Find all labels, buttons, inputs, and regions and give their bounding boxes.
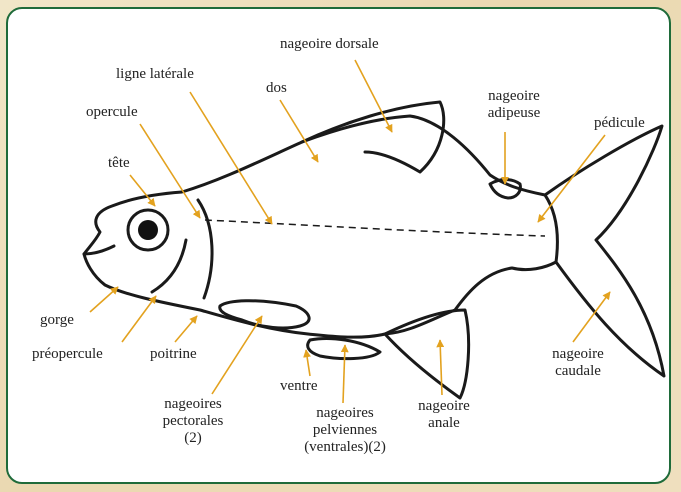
label-nageoires-pelviennes: nageoires pelviennes (ventrales)(2)	[290, 405, 400, 456]
arrow-tete	[130, 175, 155, 206]
label-nageoires-pectorales: nageoires pectorales (2)	[148, 396, 238, 447]
arrow-dos	[280, 100, 318, 162]
arrow-pedicule	[538, 135, 605, 222]
label-dos: dos	[266, 80, 287, 97]
arrow-nageoires-pectorales	[212, 316, 262, 394]
arrow-nageoire-caudale	[573, 292, 610, 342]
label-ligne-laterale: ligne latérale	[116, 66, 194, 83]
pectoral-fin	[220, 301, 309, 328]
label-nageoire-adipeuse: nageoire adipeuse	[472, 88, 556, 122]
label-nageoire-anale: nageoire anale	[408, 398, 480, 432]
label-preopercule: préopercule	[32, 346, 103, 363]
label-opercule: opercule	[86, 104, 138, 121]
arrow-opercule	[140, 124, 200, 218]
arrow-nageoire-anale	[440, 340, 442, 395]
arrow-preopercule	[122, 296, 156, 342]
lateral-line	[205, 220, 545, 236]
label-poitrine: poitrine	[150, 346, 197, 363]
eye-pupil	[138, 220, 158, 240]
operculum-line	[198, 200, 212, 298]
label-ventre: ventre	[280, 378, 317, 395]
arrow-gorge	[90, 287, 118, 312]
label-nageoire-dorsale: nageoire dorsale	[280, 36, 379, 53]
arrow-nageoires-pelviennes	[343, 345, 345, 403]
caudal-fin	[545, 126, 664, 376]
label-pedicule: pédicule	[594, 115, 645, 132]
dorsal-fin	[302, 102, 444, 172]
arrow-ventre	[306, 350, 310, 376]
arrow-poitrine	[175, 316, 197, 342]
label-nageoire-caudale: nageoire caudale	[540, 346, 616, 380]
label-gorge: gorge	[40, 312, 74, 329]
label-tete: tête	[108, 155, 130, 172]
